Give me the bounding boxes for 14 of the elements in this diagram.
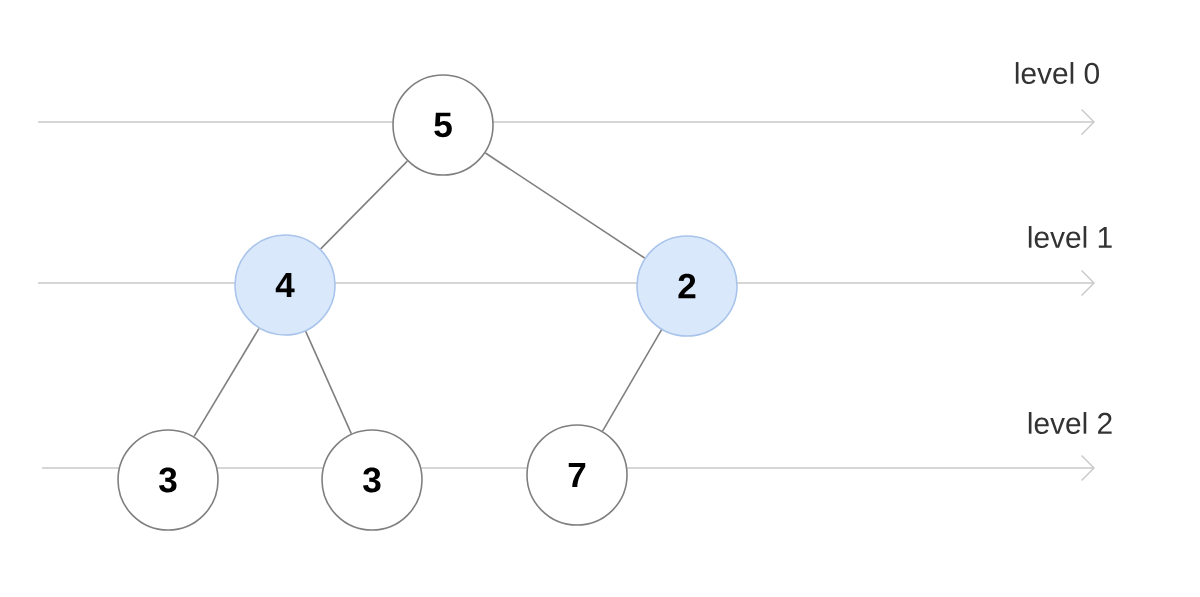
level-label: level 0 bbox=[1015, 62, 1099, 84]
level-label: level 1 bbox=[1028, 226, 1112, 248]
tree-node: 3 bbox=[321, 429, 423, 531]
tree-edge bbox=[484, 152, 646, 259]
tree-node: 3 bbox=[117, 429, 219, 531]
tree-node: 4 bbox=[234, 234, 336, 336]
tree-edge bbox=[601, 329, 663, 432]
level-label: level 2 bbox=[1028, 412, 1112, 434]
tree-edge bbox=[193, 327, 260, 438]
tree-node: 2 bbox=[636, 235, 738, 337]
tree-node: 5 bbox=[392, 74, 494, 176]
tree-node: 7 bbox=[526, 424, 628, 526]
tree-edge bbox=[319, 160, 409, 250]
tree-edge bbox=[304, 330, 353, 435]
